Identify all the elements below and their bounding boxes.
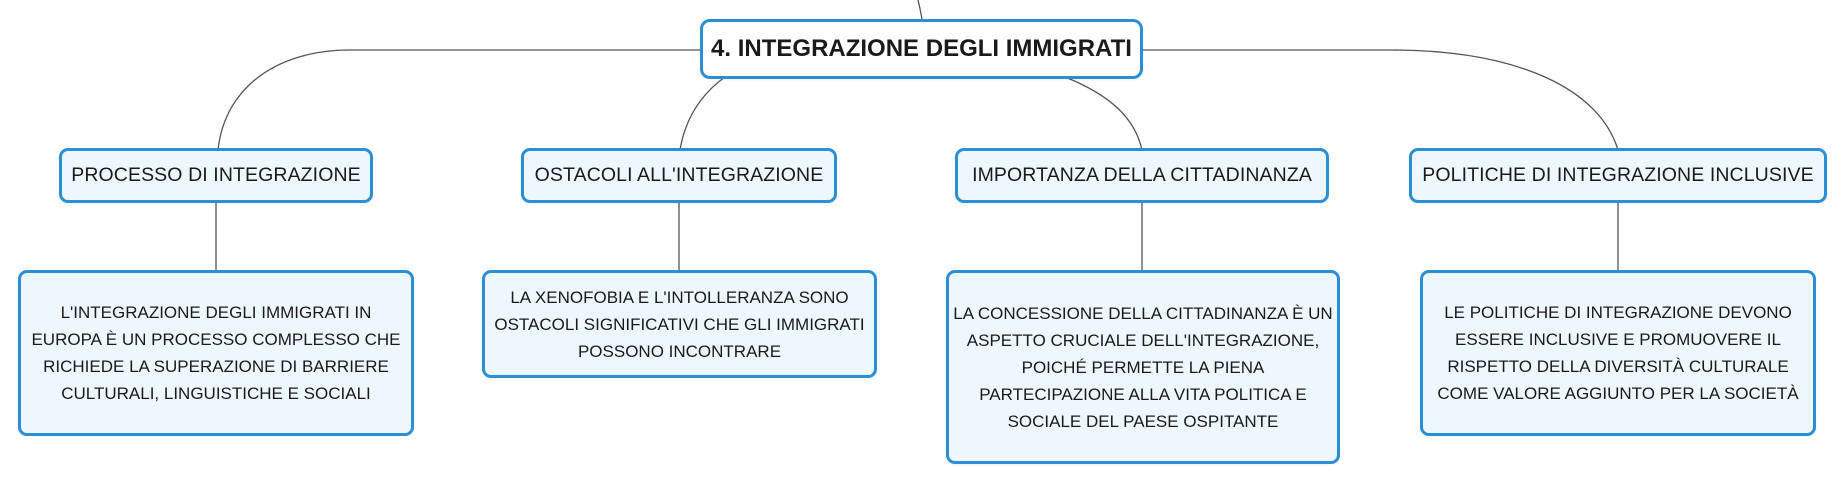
connector-root-to-topic-3 bbox=[1064, 76, 1143, 151]
detail-text: LA CONCESSIONE DELLA CITTADINANZA È UN A… bbox=[953, 303, 1333, 431]
detail-text: LE POLITICHE DI INTEGRAZIONE DEVONO ESSE… bbox=[1437, 303, 1799, 403]
topic-label: OSTACOLI ALL'INTEGRAZIONE bbox=[534, 164, 824, 186]
topic-label: IMPORTANZA DELLA CITTADINANZA bbox=[972, 164, 1312, 186]
detail-node-politiche[interactable]: LE POLITICHE DI INTEGRAZIONE DEVONO ESSE… bbox=[1420, 270, 1816, 436]
detail-node-ostacoli[interactable]: LA XENOFOBIA E L'INTOLLERANZA SONO OSTAC… bbox=[482, 270, 877, 378]
detail-node-cittadinanza[interactable]: LA CONCESSIONE DELLA CITTADINANZA È UN A… bbox=[946, 270, 1340, 464]
connector-root-to-topic-2 bbox=[679, 76, 726, 151]
topic-label: PROCESSO DI INTEGRAZIONE bbox=[71, 164, 361, 186]
detail-node-processo[interactable]: L'INTEGRAZIONE DEGLI IMMIGRATI IN EUROPA… bbox=[18, 270, 414, 436]
topic-node-cittadinanza[interactable]: IMPORTANZA DELLA CITTADINANZA bbox=[955, 148, 1329, 203]
detail-text: L'INTEGRAZIONE DEGLI IMMIGRATI IN EUROPA… bbox=[31, 303, 401, 403]
topic-node-politiche[interactable]: POLITICHE DI INTEGRAZIONE INCLUSIVE bbox=[1409, 148, 1827, 203]
connector-root-to-topic-1 bbox=[217, 49, 700, 151]
topic-label: POLITICHE DI INTEGRAZIONE INCLUSIVE bbox=[1422, 164, 1814, 186]
topic-node-ostacoli[interactable]: OSTACOLI ALL'INTEGRAZIONE bbox=[521, 148, 837, 203]
root-node-label: 4. INTEGRAZIONE DEGLI IMMIGRATI bbox=[711, 35, 1132, 62]
detail-text: LA XENOFOBIA E L'INTOLLERANZA SONO OSTAC… bbox=[494, 287, 865, 361]
connector-root-to-topic-4 bbox=[1142, 49, 1619, 151]
root-node[interactable]: 4. INTEGRAZIONE DEGLI IMMIGRATI bbox=[700, 19, 1143, 79]
connector-parent-to-root bbox=[917, 0, 923, 20]
topic-node-processo[interactable]: PROCESSO DI INTEGRAZIONE bbox=[59, 148, 373, 203]
